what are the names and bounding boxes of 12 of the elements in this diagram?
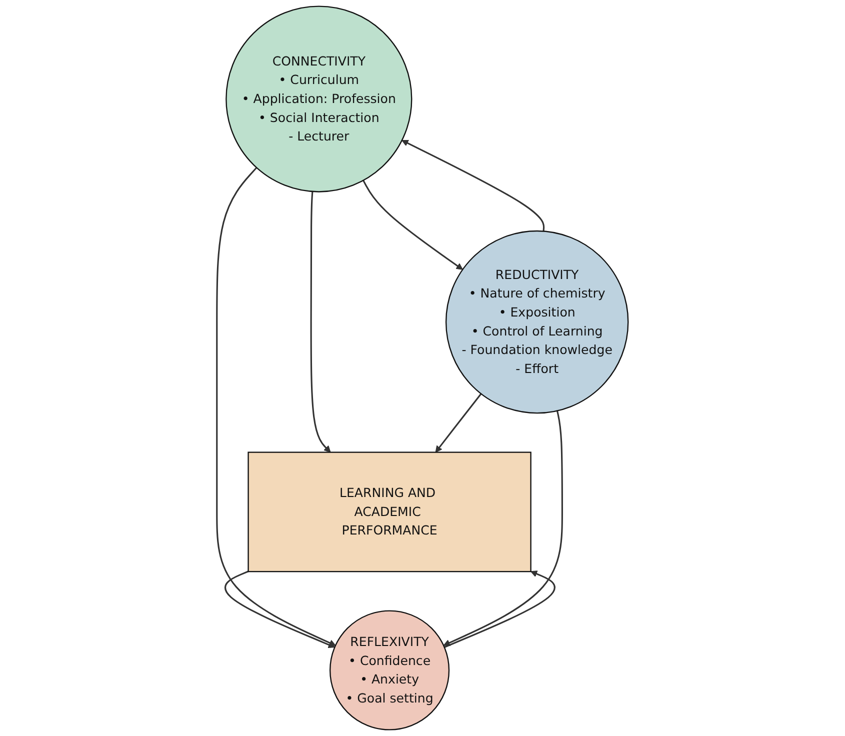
node-circle: REFLEXIVITY • Confidence • Anxiety • Goal setting (330, 610, 450, 730)
arrow (435, 393, 482, 453)
arrow (443, 410, 563, 646)
arrow (444, 570, 556, 648)
node-circle: CONNECTIVITY • Curriculum • Application: Profession • Social Interaction - Lecturer (226, 6, 412, 192)
arrow (216, 167, 336, 646)
arrow (402, 140, 545, 232)
arrow (362, 180, 463, 270)
node-box: LEARNING AND ACADEMIC PERFORMANCE (248, 452, 532, 572)
arrow (224, 570, 336, 648)
arrow (310, 191, 331, 453)
node-circle: REDUCTIVITY • Nature of chemistry • Exposition • Control of Learning - Foundation knowledge - Effort (445, 230, 629, 414)
